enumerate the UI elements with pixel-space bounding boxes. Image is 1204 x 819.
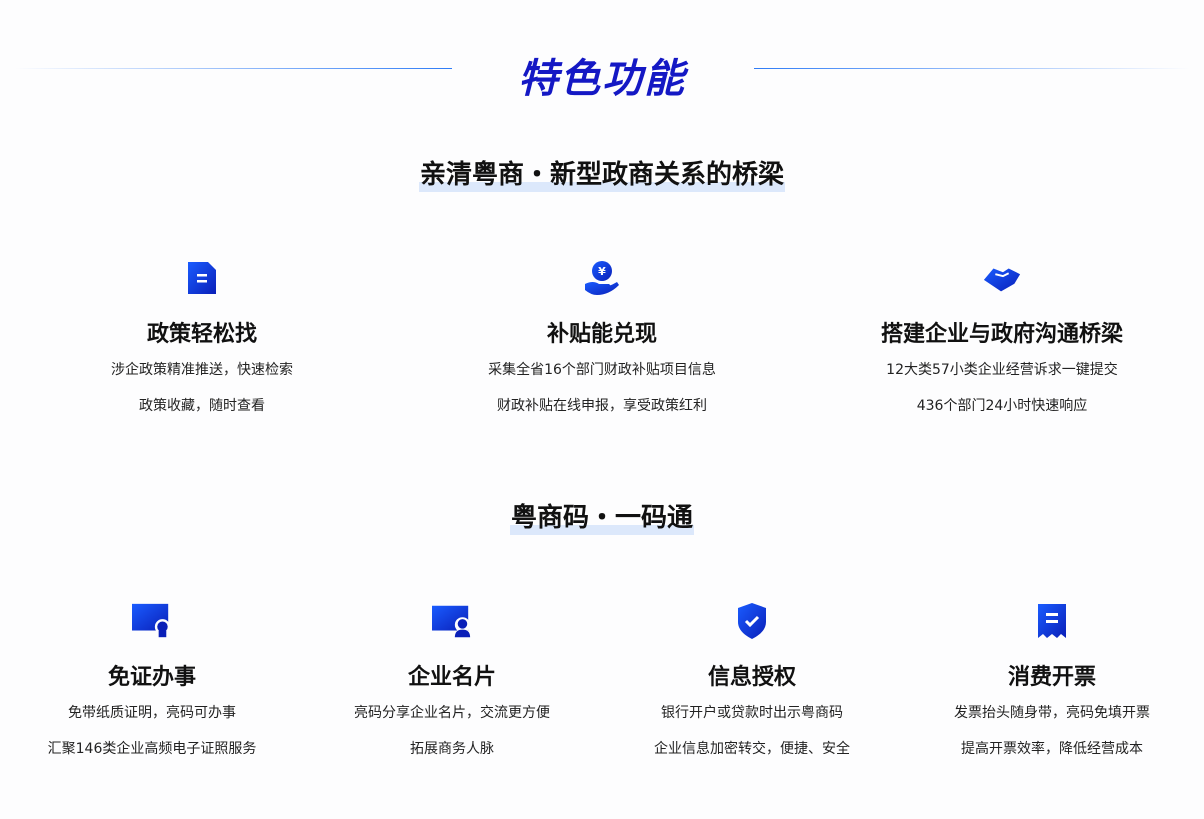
feature-desc: 免带纸质证明，亮码可办事 <box>68 705 236 721</box>
feature-subsidy: ¥ 补贴能兑现 采集全省16个部门财政补贴项目信息 财政补贴在线申报，享受政策红… <box>452 258 752 424</box>
section-heading-text: 粤商码・一码通 <box>509 501 694 535</box>
feature-title: 搭建企业与政府沟通桥梁 <box>880 322 1123 347</box>
title-divider-left <box>15 68 452 69</box>
section-heading: 粤商码・一码通 <box>0 501 1204 535</box>
feature-title: 免证办事 <box>107 665 196 690</box>
feature-desc: 涉企政策精准推送，快速检索 <box>111 362 293 378</box>
feature-desc: 发票抬头随身带，亮码免填开票 <box>954 705 1150 721</box>
feature-business-card: 企业名片 亮码分享企业名片，交流更方便 拓展商务人脉 <box>302 601 602 767</box>
handshake-icon <box>982 258 1022 298</box>
feature-desc: 企业信息加密转交，便捷、安全 <box>654 741 850 757</box>
receipt-icon <box>1032 601 1072 641</box>
feature-desc: 银行开户或贷款时出示粤商码 <box>661 705 843 721</box>
subsidy-hand-icon: ¥ <box>582 258 622 298</box>
feature-title: 企业名片 <box>407 665 496 690</box>
page-title: 特色功能 <box>518 56 686 102</box>
feature-certificate-free: 免证办事 免带纸质证明，亮码可办事 汇聚146类企业高频电子证照服务 <box>2 601 302 767</box>
certificate-icon <box>132 601 172 641</box>
feature-authorization: 信息授权 银行开户或贷款时出示粤商码 企业信息加密转交，便捷、安全 <box>602 601 902 767</box>
section-heading: 亲清粤商・新型政商关系的桥梁 <box>0 158 1204 192</box>
feature-desc: 政策收藏，随时查看 <box>139 398 265 414</box>
svg-text:¥: ¥ <box>598 265 606 278</box>
feature-desc: 12大类57小类企业经营诉求一键提交 <box>886 362 1118 378</box>
feature-desc: 提高开票效率，降低经营成本 <box>961 741 1143 757</box>
feature-desc: 拓展商务人脉 <box>410 741 494 757</box>
feature-desc: 汇聚146类企业高频电子证照服务 <box>47 741 257 757</box>
document-icon <box>182 258 222 298</box>
feature-title: 信息授权 <box>707 665 796 690</box>
feature-bridge: 搭建企业与政府沟通桥梁 12大类57小类企业经营诉求一键提交 436个部门24小… <box>852 258 1152 424</box>
section-heading-text: 亲清粤商・新型政商关系的桥梁 <box>418 158 785 192</box>
feature-desc: 财政补贴在线申报，享受政策红利 <box>497 398 707 414</box>
feature-desc: 亮码分享企业名片，交流更方便 <box>354 705 550 721</box>
feature-desc: 采集全省16个部门财政补贴项目信息 <box>488 362 716 378</box>
feature-policy: 政策轻松找 涉企政策精准推送，快速检索 政策收藏，随时查看 <box>52 258 352 424</box>
feature-title: 消费开票 <box>1007 665 1096 690</box>
feature-title: 政策轻松找 <box>146 322 257 347</box>
title-divider-right <box>754 68 1190 69</box>
feature-invoice: 消费开票 发票抬头随身带，亮码免填开票 提高开票效率，降低经营成本 <box>902 601 1202 767</box>
feature-title: 补贴能兑现 <box>546 322 657 347</box>
business-card-icon <box>432 601 472 641</box>
shield-check-icon <box>732 601 772 641</box>
feature-desc: 436个部门24小时快速响应 <box>916 398 1088 414</box>
